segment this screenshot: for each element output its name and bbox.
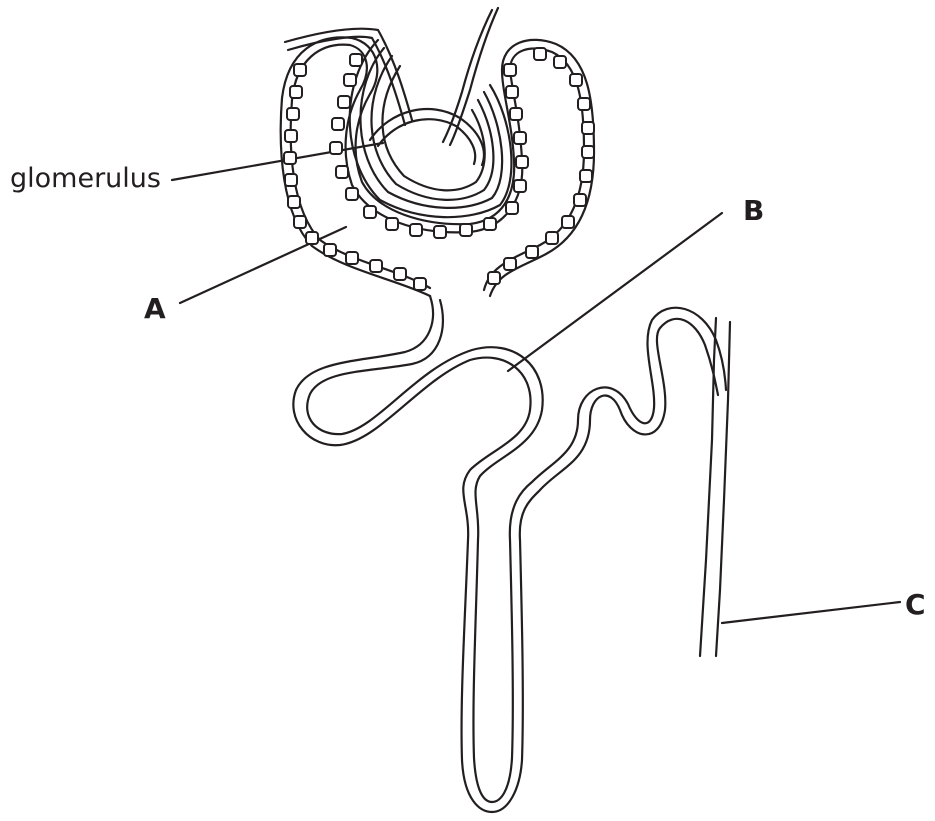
capsule-cell	[570, 74, 582, 86]
capsule-cell	[290, 86, 302, 98]
capsule-cell	[554, 56, 566, 68]
capsule-cell	[562, 216, 574, 228]
capsule-cell	[346, 252, 358, 264]
capsule-cell	[534, 48, 546, 60]
capsule-cell	[582, 146, 594, 158]
capsule-cell	[580, 170, 592, 182]
capsule-cell	[484, 218, 496, 230]
glomerulus-label: glomerulus	[10, 163, 161, 194]
capsule-cell	[546, 232, 558, 244]
capsule-cell	[284, 152, 296, 164]
capsule-cell	[506, 202, 518, 214]
capsule-cell	[460, 224, 472, 236]
capsule-cell	[324, 244, 336, 256]
capsule-cell	[526, 246, 538, 258]
capsule-cell	[510, 108, 522, 120]
capsule-cell	[332, 118, 344, 130]
capsule-cell	[285, 174, 297, 186]
capsule-cell	[338, 96, 350, 108]
capsule-cell	[285, 130, 297, 142]
capsule-cell	[294, 64, 306, 76]
arterioles	[285, 8, 498, 145]
capsule-cell	[434, 226, 446, 238]
capsule-cell	[506, 86, 518, 98]
capsule-cell	[414, 278, 426, 290]
capsule-cell	[574, 194, 586, 206]
capsule-cell	[394, 268, 406, 280]
capsule-cell	[504, 258, 516, 270]
bowmans-capsule	[281, 37, 594, 296]
capsule-cell	[330, 142, 342, 154]
capsule-cell	[582, 122, 594, 134]
capsule-cell	[578, 98, 590, 110]
capsule-cell	[350, 54, 362, 66]
collecting-duct	[700, 318, 730, 656]
capsule-cell	[346, 188, 358, 200]
capsule-cell	[514, 180, 526, 192]
capsule-cell	[514, 132, 526, 144]
capsule-cell	[516, 156, 528, 168]
capsule-cell	[288, 196, 300, 208]
capsule-cell	[294, 216, 306, 228]
capsule-cell	[306, 232, 318, 244]
label-b: B	[743, 194, 764, 227]
capsule-cell	[287, 108, 299, 120]
tubule	[293, 296, 726, 812]
capsule-cell	[364, 206, 376, 218]
label-a: A	[144, 292, 166, 325]
capsule-cell	[410, 224, 422, 236]
capsule-cell	[370, 260, 382, 272]
capsule-cell	[336, 166, 348, 178]
glomerulus-capillaries	[350, 40, 512, 217]
label-c: C	[905, 588, 926, 621]
capsule-cell	[504, 64, 516, 76]
capsule-cell	[386, 218, 398, 230]
leader-lines	[172, 143, 900, 623]
capsule-cell	[488, 272, 500, 284]
capsule-cell	[344, 74, 356, 86]
